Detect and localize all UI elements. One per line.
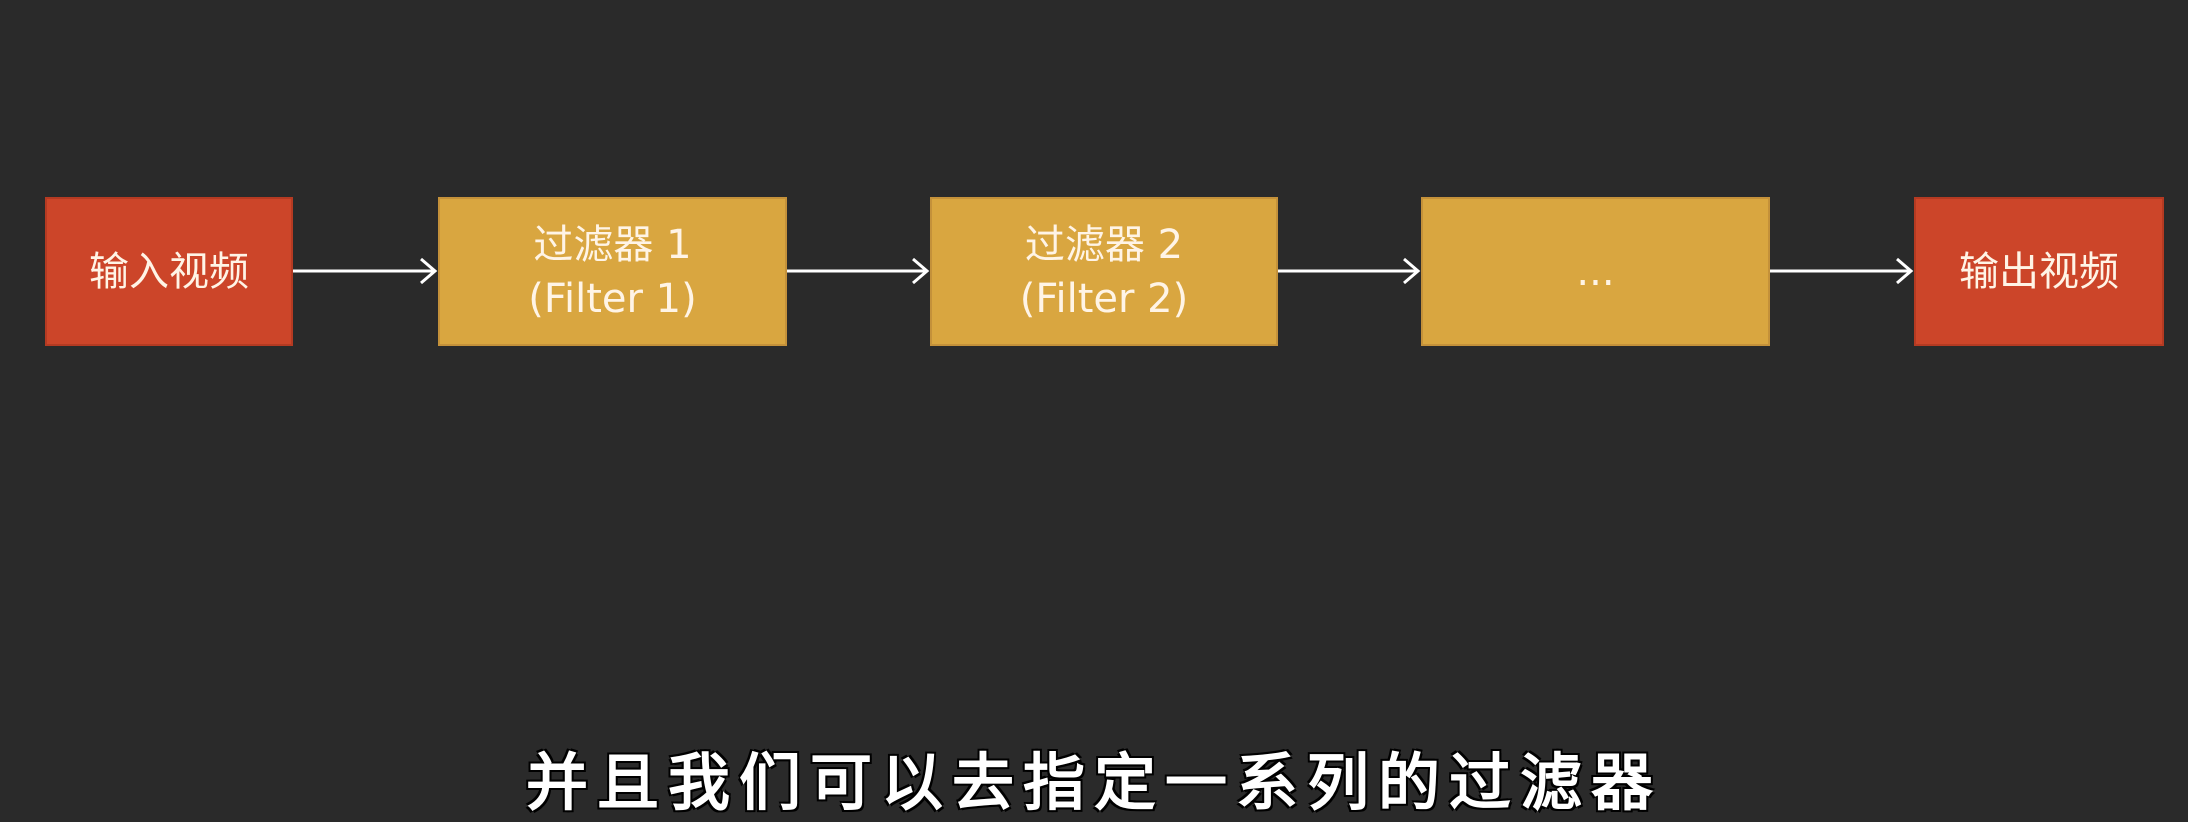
output-video-node: 输出视频 [1914, 197, 2164, 346]
arrow-filter2-to-more [1278, 257, 1421, 285]
node-label: 输入视频 [89, 248, 249, 295]
input-video-node: 输入视频 [45, 197, 293, 346]
video-subtitle: 并且我们可以去指定一系列的过滤器 [525, 746, 1662, 819]
node-label: 过滤器 2 [1024, 221, 1184, 268]
node-sublabel: (Filter 2) [1019, 275, 1189, 322]
filter-1-node: 过滤器 1 (Filter 1) [438, 197, 787, 346]
arrow-filter1-to-filter2 [787, 257, 930, 285]
more-filters-node: ... [1421, 197, 1770, 346]
node-label: 输出视频 [1959, 248, 2119, 295]
arrow-input-to-filter1 [293, 257, 438, 285]
node-label: ... [1576, 248, 1615, 295]
node-label: 过滤器 1 [533, 221, 692, 268]
node-sublabel: (Filter 1) [528, 275, 697, 322]
filter-2-node: 过滤器 2 (Filter 2) [930, 197, 1278, 346]
arrow-more-to-output [1770, 257, 1914, 285]
